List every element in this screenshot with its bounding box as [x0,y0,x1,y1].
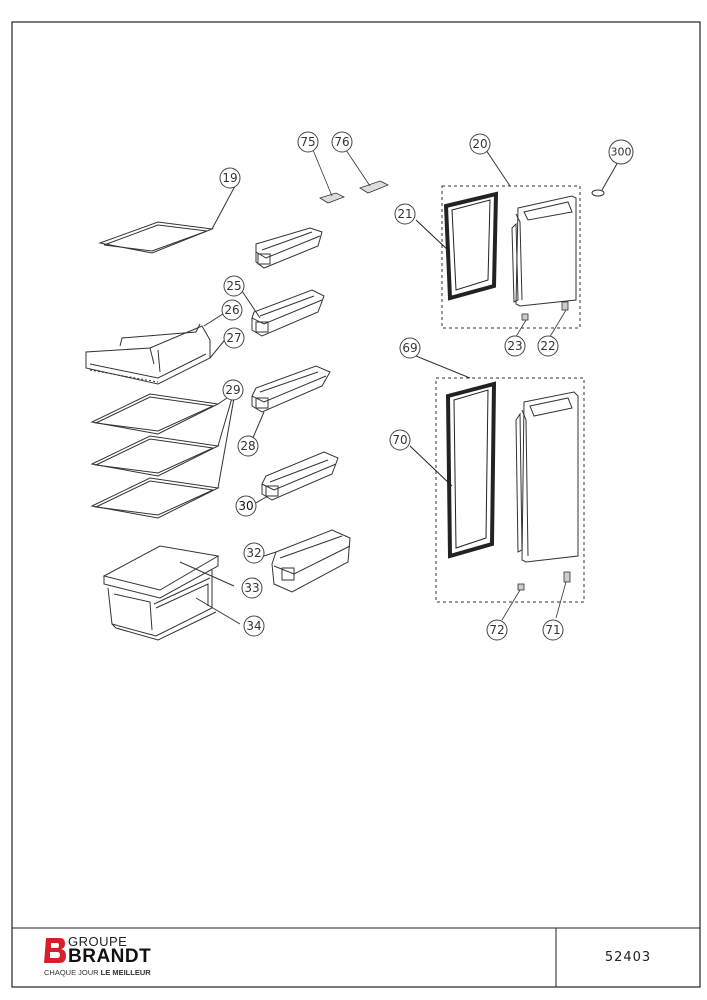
part-75-clip [312,149,345,204]
drawing-number: 52403 [604,949,652,965]
callout-23: 23 [507,339,522,353]
callout-32: 32 [246,546,261,560]
callout-300-circle [608,139,634,165]
callout-23-circle [504,335,526,357]
part-71-72-hinges [501,571,571,621]
door-bin-25 [239,287,325,337]
groupe-brandt-logo: GROUPE BRANDT CHAQUE JOUR LE MEILLEUR [42,934,242,980]
door-bin-28 [251,365,331,441]
callout-22: 22 [540,339,555,353]
callout-25-circle [223,275,245,297]
part-26-27-crisper-frame [85,311,229,385]
callout-27: 27 [226,331,241,345]
callout-29-circle [222,379,244,401]
tagline-start: CHAQUE JOUR [44,968,101,977]
callout-70: 70 [392,433,407,447]
callout-20: 20 [472,137,487,151]
callout-69-circle [399,337,421,359]
drawing-frame [11,21,701,988]
callout-34-circle [243,615,265,637]
callout-76-circle [331,131,353,153]
brandt-b-icon [44,938,66,963]
lower-door-assembly-box [435,377,585,603]
callout-26: 26 [224,303,239,317]
callout-72-circle [486,619,508,641]
callout-71-circle [542,619,564,641]
part-upper-door-panel [511,195,577,307]
callout-25: 25 [226,279,241,293]
upper-door-assembly-box [441,185,581,329]
leader-20 [485,149,511,187]
brand-line-1: GROUPE [68,934,128,949]
callout-27-circle [223,327,245,349]
part-lower-door-panel [515,391,579,563]
part-33-34-vegetable-drawer [102,545,241,641]
callout-69: 69 [402,341,417,355]
callout-19: 19 [222,171,237,185]
callout-34: 34 [246,619,261,633]
part-76-hinge-cover [345,149,389,194]
part-70-lower-door-gasket [409,381,497,559]
callout-19-circle [219,167,241,189]
door-bin-30 [253,451,339,505]
callout-300: 300 [611,146,632,159]
tagline-bold: LE MEILLEUR [100,968,151,977]
callout-70-circle [389,429,411,451]
callout-33-circle [241,577,263,599]
part-22-23-hinges [513,301,569,341]
callout-30-circle [235,495,257,517]
callout-28: 28 [240,439,255,453]
callout-28-circle [237,435,259,457]
callout-72: 72 [489,623,504,637]
callout-76: 76 [334,135,349,149]
brand-line-2: BRANDT [68,946,152,967]
callout-29: 29 [225,383,240,397]
callout-71: 71 [545,623,560,637]
leader-69 [415,355,471,379]
callout-26-circle [221,299,243,321]
door-bin-32 [263,529,351,593]
part-300-washer [591,161,619,197]
brand-tagline: CHAQUE JOUR LE MEILLEUR [44,968,151,977]
callout-21: 21 [397,207,412,221]
part-19-glass-shelf [98,185,236,254]
part-21-upper-door-gasket [415,191,499,301]
callout-21-circle [394,203,416,225]
callout-75: 75 [300,135,315,149]
callout-22-circle [537,335,559,357]
callout-30: 30 [238,499,253,513]
callout-20-circle [469,133,491,155]
callout-75-circle [297,131,319,153]
part-29-glass-shelves [90,393,235,519]
callout-32-circle [243,542,265,564]
door-bin-top [255,227,323,269]
callout-33: 33 [244,581,259,595]
